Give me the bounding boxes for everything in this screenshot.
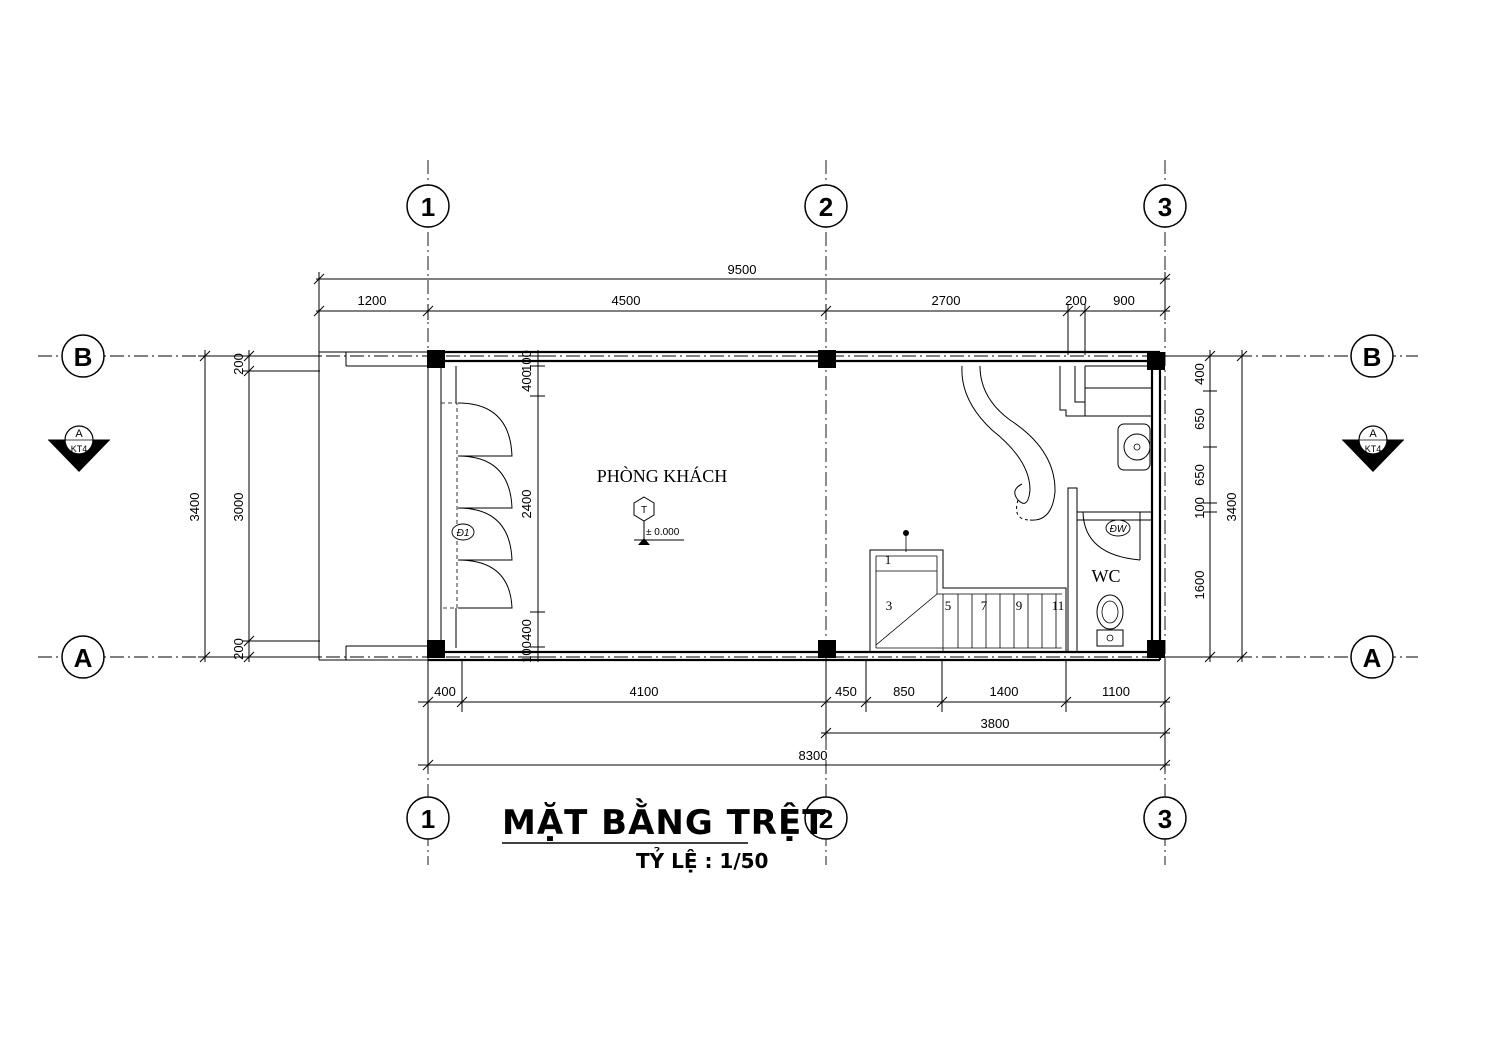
svg-text:KT4: KT4 bbox=[71, 444, 88, 454]
axis-bubble-1-top: 1 bbox=[406, 184, 450, 228]
svg-text:650: 650 bbox=[1192, 464, 1207, 486]
svg-text:± 0.000: ± 0.000 bbox=[646, 527, 680, 538]
svg-text:400: 400 bbox=[519, 619, 534, 641]
svg-text:1: 1 bbox=[421, 804, 435, 834]
svg-text:9: 9 bbox=[1016, 598, 1023, 613]
svg-text:850: 850 bbox=[893, 684, 915, 699]
left-dimensions: 3400 3000 200 200 bbox=[187, 350, 320, 663]
svg-text:B: B bbox=[74, 342, 93, 372]
svg-text:5: 5 bbox=[945, 598, 952, 613]
svg-text:1400: 1400 bbox=[990, 684, 1019, 699]
svg-text:A: A bbox=[1363, 643, 1382, 673]
axis-bubble-2-bottom: 2 bbox=[804, 796, 848, 840]
walls bbox=[318, 350, 1162, 662]
svg-text:3: 3 bbox=[1158, 804, 1172, 834]
curved-feature bbox=[961, 365, 1056, 521]
svg-text:9500: 9500 bbox=[728, 262, 757, 277]
svg-text:3: 3 bbox=[886, 598, 893, 613]
svg-text:T: T bbox=[641, 505, 647, 516]
axis-bubble-3-bottom: 3 bbox=[1143, 796, 1187, 840]
svg-text:1: 1 bbox=[421, 192, 435, 222]
living-room: PHÒNG KHÁCH T ± 0.000 bbox=[597, 465, 728, 545]
svg-text:1200: 1200 bbox=[358, 293, 387, 308]
svg-text:3400: 3400 bbox=[1224, 493, 1239, 522]
svg-text:A: A bbox=[75, 428, 83, 440]
svg-text:2: 2 bbox=[819, 804, 833, 834]
svg-text:A: A bbox=[1369, 428, 1377, 440]
axis-bubble-b-right: B bbox=[1350, 334, 1394, 378]
svg-text:450: 450 bbox=[835, 684, 857, 699]
svg-text:B: B bbox=[1363, 342, 1382, 372]
columns bbox=[427, 350, 1165, 658]
svg-text:100: 100 bbox=[1192, 497, 1207, 519]
svg-text:400: 400 bbox=[434, 684, 456, 699]
svg-text:2400: 2400 bbox=[519, 490, 534, 519]
svg-text:A: A bbox=[74, 643, 93, 673]
top-dimensions: 9500 1200 4500 2700 200 900 bbox=[313, 262, 1171, 355]
svg-text:7: 7 bbox=[981, 598, 988, 613]
svg-text:900: 900 bbox=[1113, 293, 1135, 308]
axis-bubble-a-left: A bbox=[61, 635, 105, 679]
svg-text:Đ1: Đ1 bbox=[457, 528, 470, 539]
front-door: Đ1 bbox=[451, 402, 513, 609]
svg-text:1: 1 bbox=[885, 552, 892, 567]
svg-text:200: 200 bbox=[231, 638, 246, 660]
svg-text:2: 2 bbox=[819, 192, 833, 222]
axis-bubble-2-top: 2 bbox=[804, 184, 848, 228]
bottom-dimensions: 400 4100 450 850 1400 1100 3800 8300 bbox=[418, 660, 1171, 771]
room-label-wc: WC bbox=[1092, 566, 1121, 586]
svg-text:8300: 8300 bbox=[799, 748, 828, 763]
svg-text:ĐW: ĐW bbox=[1110, 524, 1128, 535]
axis-bubble-b-left: B bbox=[61, 334, 105, 378]
section-marker-right: A KT4 bbox=[1342, 425, 1404, 472]
svg-text:200: 200 bbox=[231, 353, 246, 375]
svg-text:400: 400 bbox=[519, 370, 534, 392]
svg-text:4100: 4100 bbox=[630, 684, 659, 699]
room-label-living: PHÒNG KHÁCH bbox=[597, 465, 728, 486]
svg-text:3: 3 bbox=[1158, 192, 1172, 222]
svg-text:200: 200 bbox=[1065, 293, 1087, 308]
right-dimensions: 400 650 650 100 1600 3400 bbox=[1160, 350, 1250, 663]
svg-text:11: 11 bbox=[1052, 598, 1065, 613]
svg-text:650: 650 bbox=[1192, 408, 1207, 430]
svg-text:3400: 3400 bbox=[187, 493, 202, 522]
svg-text:1600: 1600 bbox=[1192, 571, 1207, 600]
axis-bubble-3-top: 3 bbox=[1143, 184, 1187, 228]
staircase: 1 3 5 7 9 11 bbox=[869, 530, 1067, 652]
svg-text:400: 400 bbox=[1192, 363, 1207, 385]
axis-bubble-1-bottom: 1 bbox=[406, 796, 450, 840]
svg-text:1100: 1100 bbox=[1102, 684, 1130, 699]
scale-text: TỶ LỆ : 1/50 bbox=[636, 848, 768, 873]
svg-text:4500: 4500 bbox=[612, 293, 641, 308]
drawing-title: MẶT BẰNG TRỆT TỶ LỆ : 1/50 bbox=[502, 798, 826, 873]
svg-text:2700: 2700 bbox=[932, 293, 961, 308]
wc-room: ĐW WC bbox=[1059, 365, 1152, 652]
section-marker-left: A KT4 bbox=[48, 425, 110, 472]
svg-text:3800: 3800 bbox=[981, 716, 1010, 731]
axis-bubble-a-right: A bbox=[1350, 635, 1394, 679]
svg-text:3000: 3000 bbox=[231, 493, 246, 522]
svg-text:KT4: KT4 bbox=[1365, 444, 1382, 454]
title-text: MẶT BẰNG TRỆT bbox=[502, 798, 826, 843]
inner-door-dimensions: 100 400 2400 400 100 bbox=[519, 350, 545, 663]
